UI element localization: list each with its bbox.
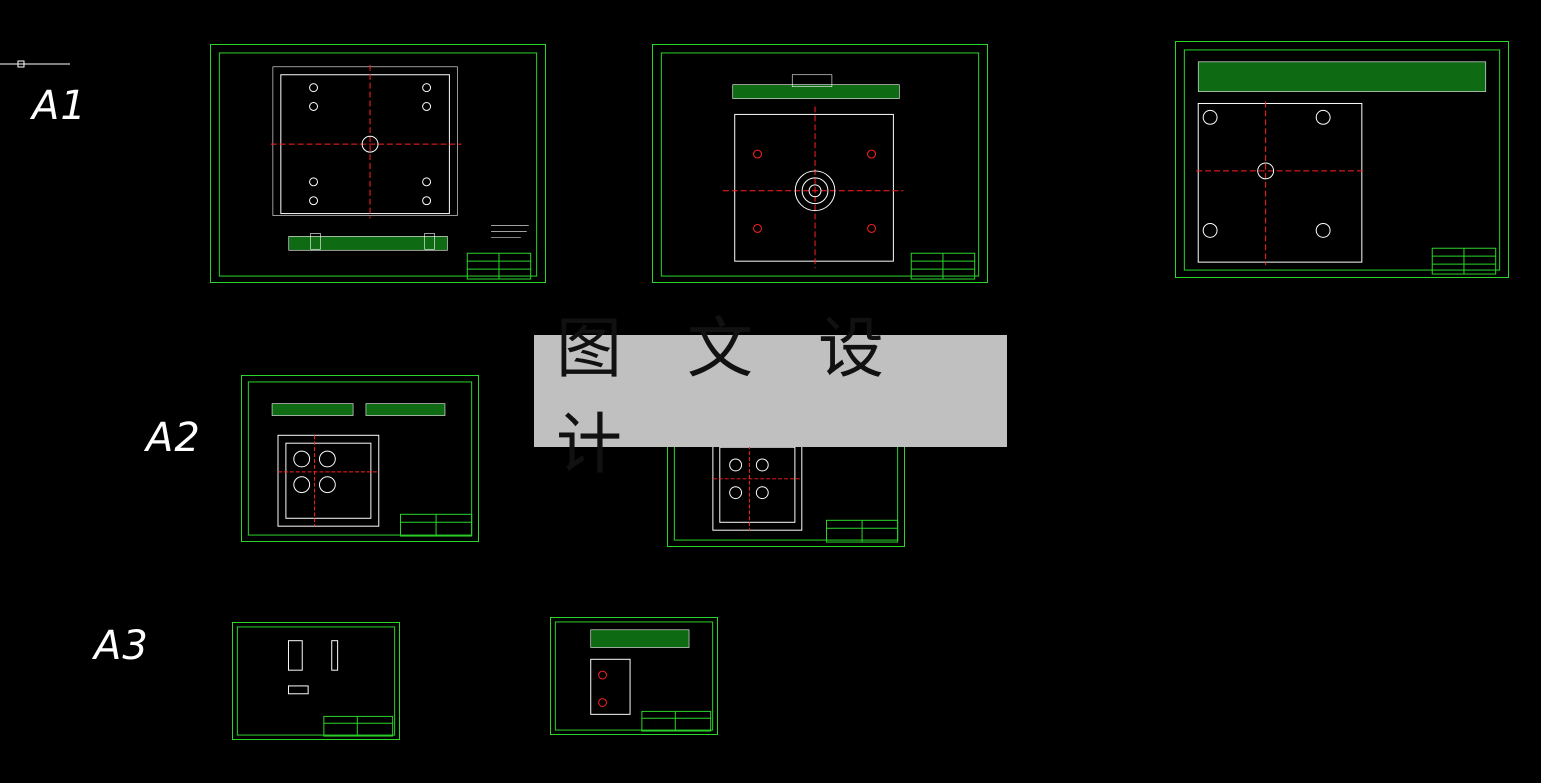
drawing-sheet-7[interactable] [550,617,718,735]
plate-drawing-1 [218,52,538,280]
watermark-text: 图 文 设 计 [556,310,906,483]
ucs-marker-icon [0,60,70,68]
drawing-sheet-6[interactable] [232,622,400,740]
part-drawing-6 [236,626,396,737]
size-label-a3: A3 [94,623,149,669]
drawing-sheet-4[interactable] [241,375,479,542]
size-label-a2: A2 [146,415,201,461]
cavity-drawing-5 [673,385,899,543]
drawing-sheet-3[interactable] [1175,41,1509,278]
drawing-sheet-1[interactable] [210,44,546,283]
assembly-drawing-3 [1183,49,1501,275]
part-drawing-7 [554,621,714,732]
cavity-drawing-4 [247,381,473,537]
drawing-sheet-2[interactable] [652,44,988,283]
size-label-a1: A1 [32,83,87,129]
watermark-banner: 图 文 设 计 [534,310,1007,483]
plate-drawing-2 [660,52,980,280]
